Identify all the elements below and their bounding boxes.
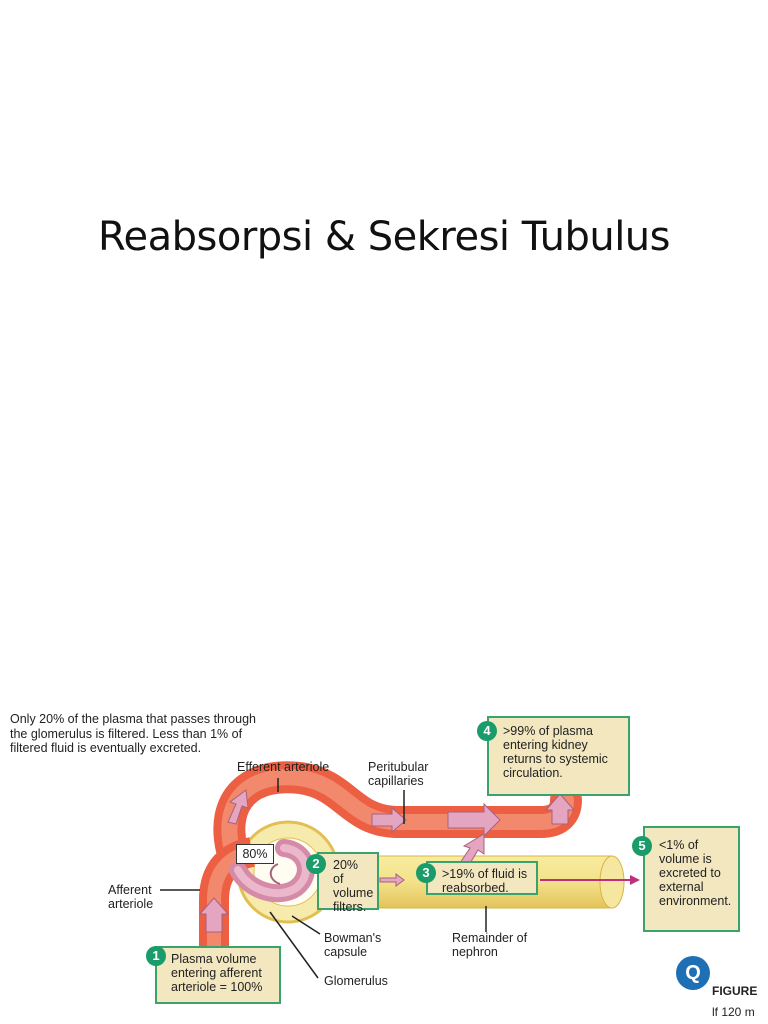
figure-tag: FIGURE [712,984,758,998]
label-afferent-arteriole: Afferent arteriole [108,883,154,911]
q-icon[interactable]: Q [676,956,710,990]
callout-step-3-text: >19% of fluid is reabsorbed. [442,867,528,895]
label-glomerulus: Glomerulus [324,974,388,988]
eighty-percent-box: 80% [236,844,274,864]
callout-step-3: >19% of fluid is reabsorbed. [426,861,538,895]
step-3-badge: 3 [416,863,436,883]
glomerulus [229,839,315,903]
leader-lines [160,778,487,979]
nephron-figure: Only 20% of the plasma that passes throu… [0,700,768,1024]
callout-step-4: >99% of plasma entering kidney returns t… [487,716,630,796]
intro-text: Only 20% of the plasma that passes throu… [10,712,256,755]
label-efferent-arteriole: Efferent arteriole [237,760,330,774]
callout-step-5: <1% of volume is excreted to external en… [643,826,740,932]
step-4-badge: 4 [477,721,497,741]
label-bowmans-capsule: Bowman's capsule [324,931,382,959]
label-remainder-of-nephron: Remainder of nephron [452,931,528,959]
callout-step-5-text: <1% of volume is excreted to external en… [659,838,732,908]
callout-step-2-text: 20% of volume filters. [333,858,374,914]
label-peritubular-capillaries: Peritubular capillaries [368,760,429,788]
step-1-badge: 1 [146,946,166,966]
callout-step-4-text: >99% of plasma entering kidney returns t… [503,724,608,780]
callout-step-1: Plasma volume entering afferent arteriol… [155,946,281,1004]
callout-step-1-text: Plasma volume entering afferent arteriol… [171,952,263,994]
slide-title: Reabsorpsi & Sekresi Tubulus [98,214,671,260]
step-2-badge: 2 [306,854,326,874]
step-5-badge: 5 [632,836,652,856]
callout-step-2: 20% of volume filters. [317,852,379,914]
figure-sub: lf 120 m [712,1005,755,1019]
